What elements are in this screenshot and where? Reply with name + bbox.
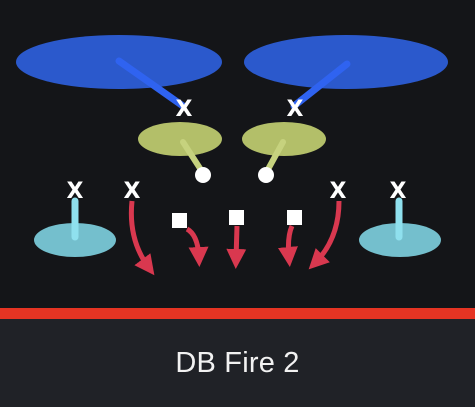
defender-safety-left-icon: X xyxy=(176,97,193,122)
rush-arrow-left xyxy=(185,226,209,267)
hook-endpoint-left-icon xyxy=(195,167,211,183)
lineman-block-right-icon xyxy=(287,210,302,225)
line-of-scrimmage xyxy=(0,308,475,319)
rush-arrow-right xyxy=(278,224,298,267)
defender-blitz-left-icon: X xyxy=(124,179,141,204)
play-name: DB Fire 2 xyxy=(175,346,300,379)
blitz-arrow-right xyxy=(308,200,342,270)
defender-blitz-right-icon: X xyxy=(330,179,347,204)
play-diagram-svg: X X X X X X xyxy=(16,35,448,276)
lineman-block-center-icon xyxy=(229,210,244,225)
defender-corner-left-icon: X xyxy=(67,179,84,204)
hook-zone-left xyxy=(138,122,222,156)
defender-corner-right-icon: X xyxy=(390,179,407,204)
hook-zone-right xyxy=(242,122,326,156)
play-diagram: X X X X X X xyxy=(16,35,448,276)
blitz-arrow-left xyxy=(128,200,155,276)
hook-endpoint-right-icon xyxy=(258,167,274,183)
lineman-block-left-icon xyxy=(172,213,187,228)
defender-safety-right-icon: X xyxy=(287,97,304,122)
deep-path-right xyxy=(290,60,351,110)
play-caption-area: DB Fire 2 xyxy=(0,319,475,407)
rush-arrow-center xyxy=(226,225,247,269)
deep-path-left xyxy=(115,57,187,110)
